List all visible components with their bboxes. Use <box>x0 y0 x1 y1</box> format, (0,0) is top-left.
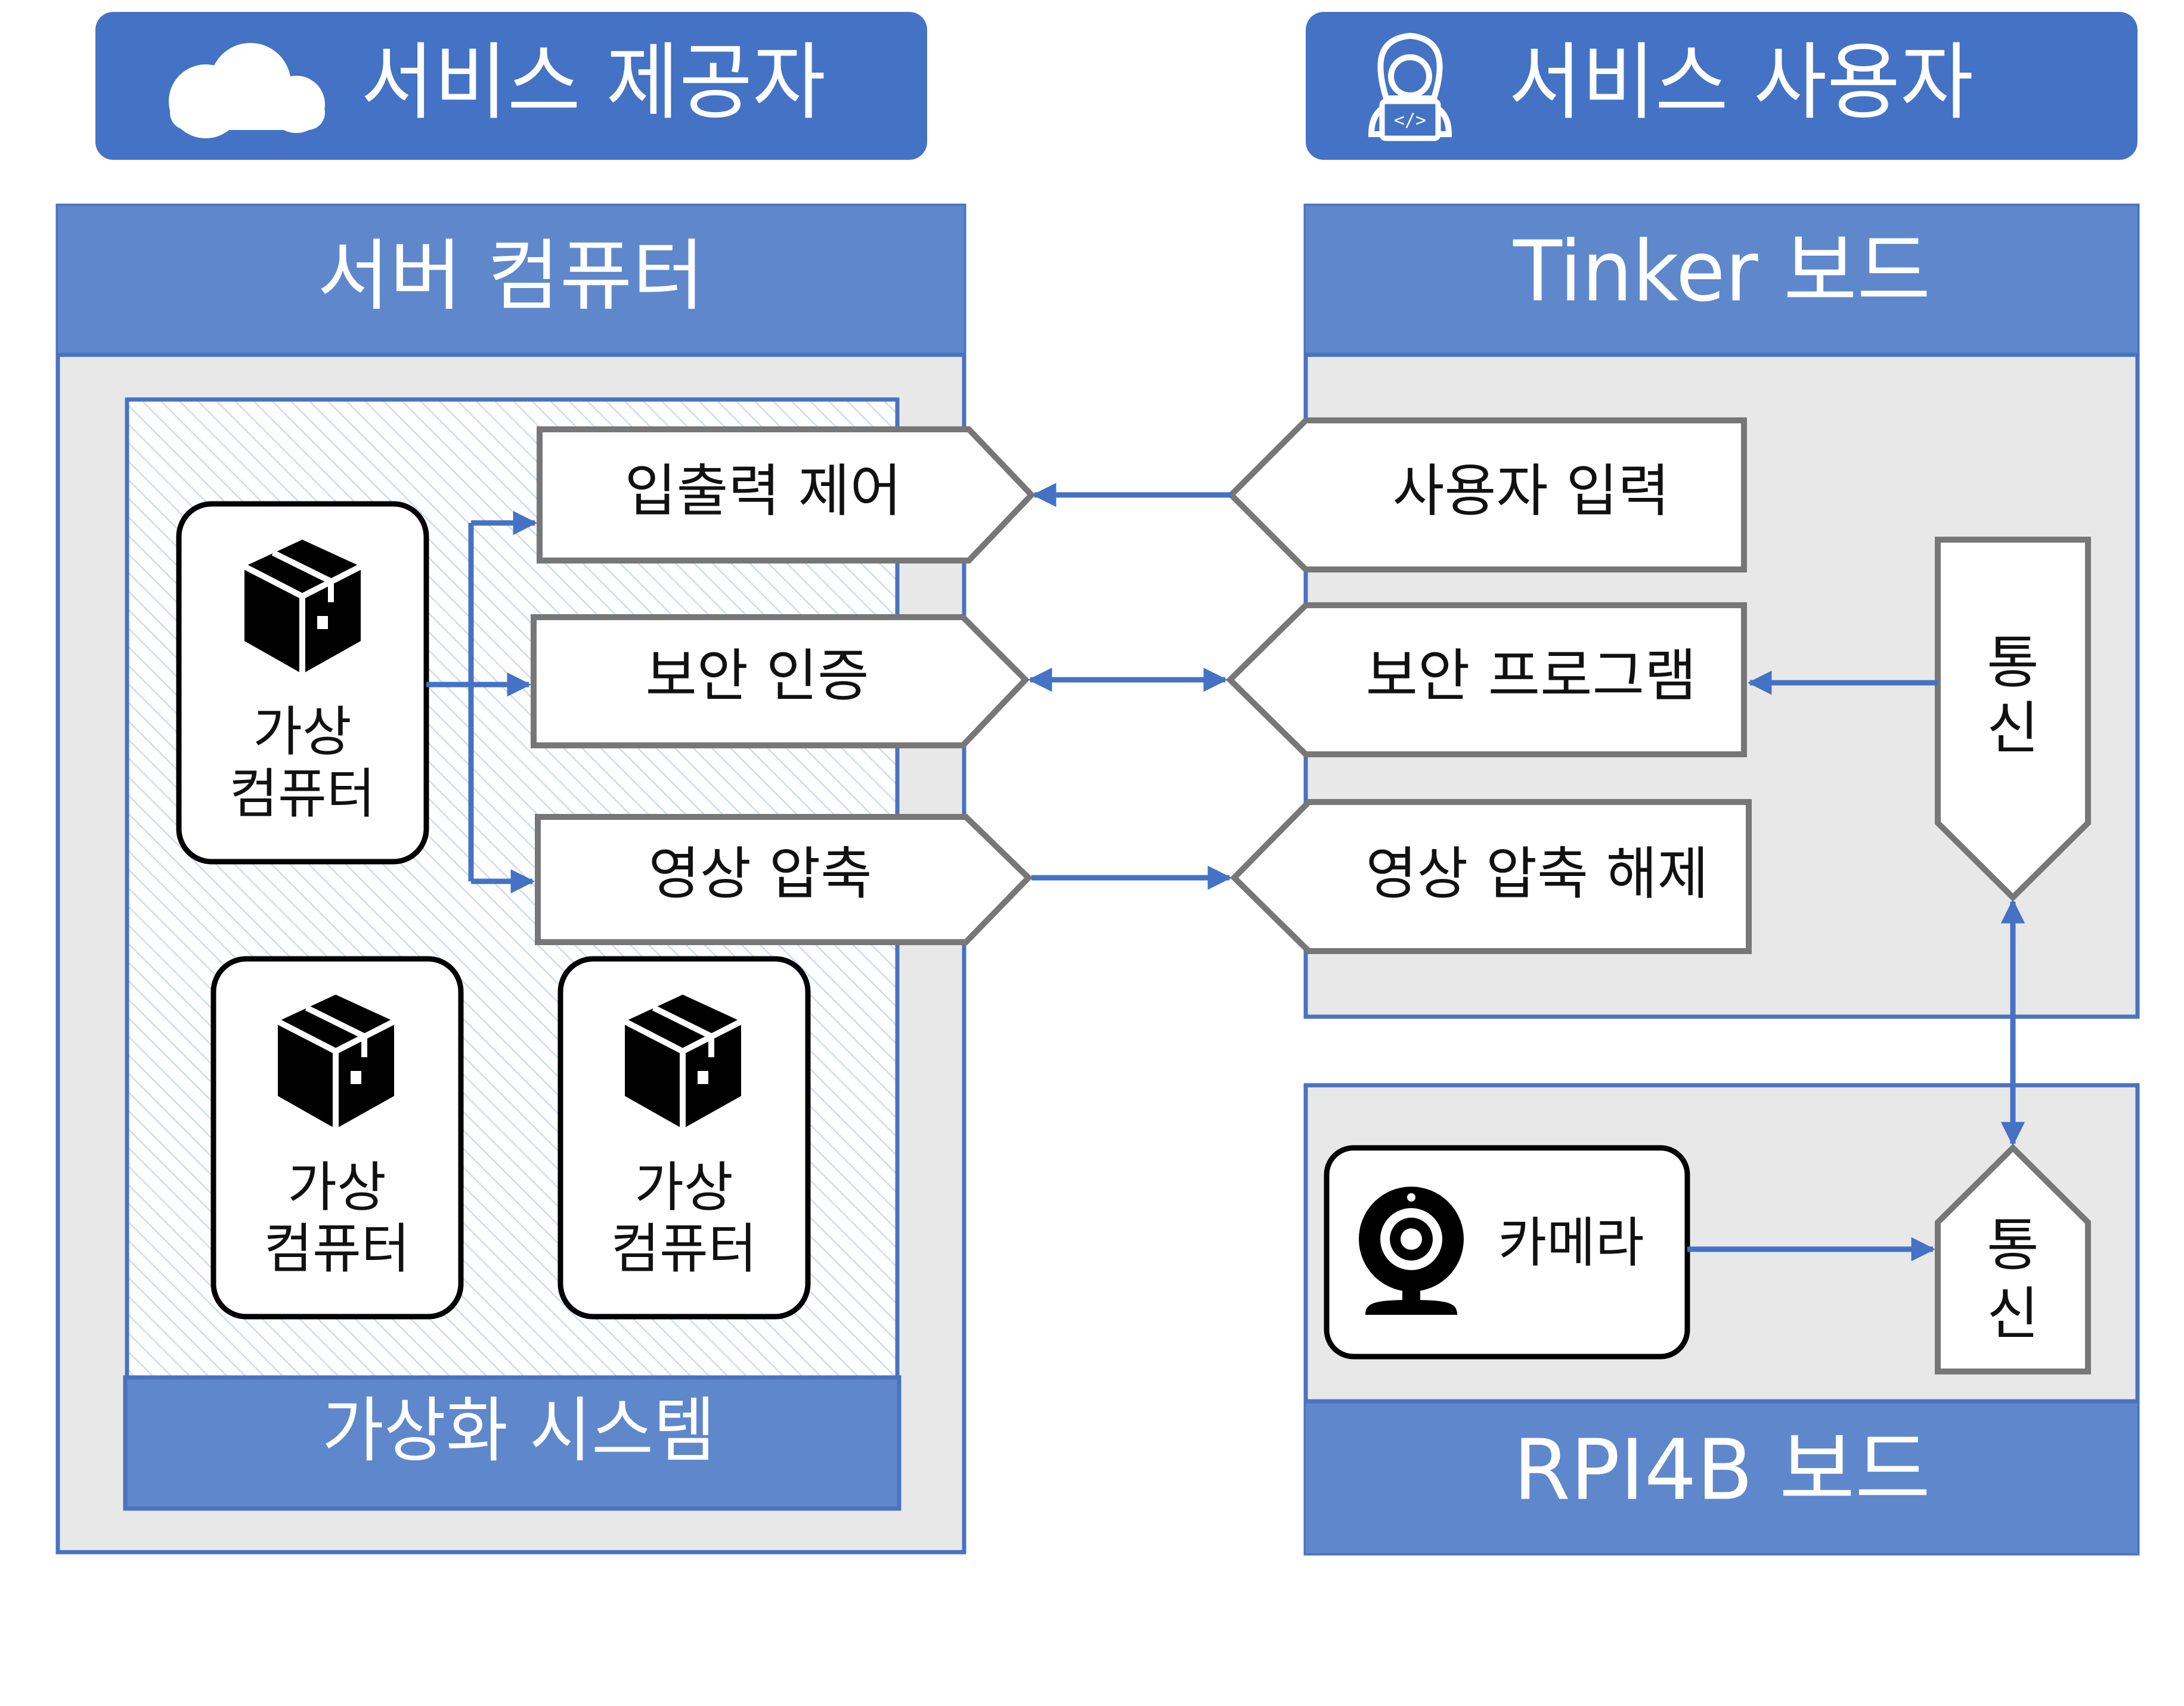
svg-text:영상 압축: 영상 압축 <box>649 841 872 907</box>
tinker-comm: 통 신 <box>1935 537 2091 902</box>
svg-text:통: 통 <box>1987 1213 2039 1278</box>
vm-label-line2: 컴퓨터 <box>230 763 376 825</box>
webcam-icon <box>1359 1187 1464 1315</box>
camera-label: 카메라 <box>1498 1212 1644 1274</box>
rpi-comm: 통 신 <box>1935 1143 2091 1374</box>
server-title: 서버 컴퓨터 <box>317 231 705 321</box>
vm-label-line1: 가상 <box>253 701 352 763</box>
svg-text:입출력 제어: 입출력 제어 <box>625 459 902 524</box>
svg-text:신: 신 <box>1987 1281 2039 1347</box>
user-header: </> 서비스 사용자 <box>1306 12 2137 160</box>
vm-label-line2: 컴퓨터 <box>611 1218 757 1280</box>
svg-text:사용자 입력: 사용자 입력 <box>1393 459 1670 524</box>
cloud-icon <box>169 43 325 138</box>
svg-text:</>: </> <box>1394 110 1426 131</box>
vm-label-line2: 컴퓨터 <box>264 1218 410 1280</box>
tinker-title: Tinker 보드 <box>1513 224 1931 321</box>
module-video-decompress: 영상 압축 해제 <box>1229 799 1752 954</box>
box-icon <box>623 995 743 1129</box>
box-icon <box>276 995 396 1129</box>
arrows <box>426 482 2025 1262</box>
svg-text:보안 프로그램: 보안 프로그램 <box>1366 643 1697 709</box>
virtual-computer-2: 가상 컴퓨터 <box>210 956 464 1320</box>
rpi-title: RPI4B 보드 <box>1513 1422 1931 1519</box>
provider-header-title: 서비스 제공자 <box>361 35 826 132</box>
module-io-control: 입출력 제어 <box>537 426 1036 563</box>
svg-text:보안 인증: 보안 인증 <box>646 643 869 709</box>
provider-header: 서비스 제공자 <box>95 12 927 160</box>
box-icon <box>243 540 363 674</box>
module-video-compress: 영상 압축 <box>535 814 1033 945</box>
vm-label-line1: 가상 <box>634 1156 733 1219</box>
module-security-auth: 보안 인증 <box>531 614 1030 748</box>
virtual-computer-3: 가상 컴퓨터 <box>557 956 811 1320</box>
module-user-input: 사용자 입력 <box>1226 417 1747 572</box>
module-security-program: 보안 프로그램 <box>1225 602 1747 757</box>
svg-text:영상 압축 해제: 영상 압축 해제 <box>1366 841 1709 907</box>
virtual-computer-1: 가상 컴퓨터 <box>176 501 429 865</box>
vm-label-line1: 가상 <box>287 1156 386 1219</box>
svg-text:통: 통 <box>1987 630 2039 696</box>
developer-icon: </> <box>1368 32 1452 141</box>
arrow-vm-to-modules <box>426 523 474 881</box>
svg-text:신: 신 <box>1987 696 2039 761</box>
virtualization-label: 가상화 시스템 <box>322 1389 715 1472</box>
camera-box: 카메라 <box>1324 1145 1690 1360</box>
user-header-title: 서비스 사용자 <box>1508 35 1974 132</box>
